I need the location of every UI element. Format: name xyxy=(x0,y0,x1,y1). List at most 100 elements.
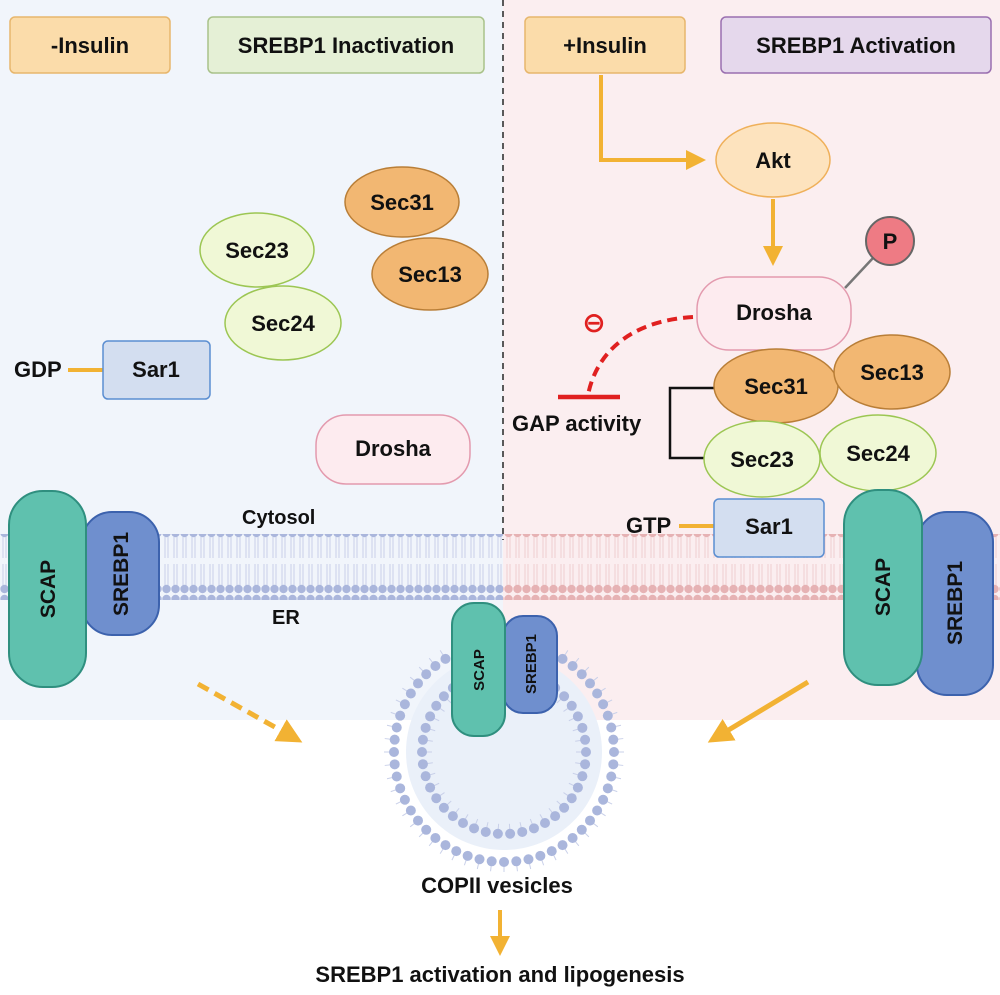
gap-activity-label: GAP activity xyxy=(512,411,642,436)
vesicle-lipid-head xyxy=(421,669,432,680)
srebp1-activation-box xyxy=(720,16,992,74)
srebp1-inactivation-box xyxy=(207,16,485,74)
vesicle-lipid-head xyxy=(395,710,406,721)
sec13-right xyxy=(833,334,951,410)
vesicle-lipid-head xyxy=(592,805,603,816)
srebp1-activation-lipogenesis-label: SREBP1 activation and lipogenesis xyxy=(315,962,684,987)
vesicle-lipid-head xyxy=(425,782,436,793)
vesicle-lipid-head xyxy=(523,854,534,865)
sec24-left-label: Sec24 xyxy=(251,311,315,336)
scap-right-label: SCAP xyxy=(872,558,895,616)
minus-insulin-label: -Insulin xyxy=(51,33,129,58)
vesicle-srebp1-label: SREBP1 xyxy=(523,634,540,694)
vesicle-lipid-head xyxy=(567,833,578,844)
vesicle-lipid-head xyxy=(557,840,568,851)
copii-vesicles-label: COPII vesicles xyxy=(421,873,573,898)
vesicle-lipid-head xyxy=(585,815,596,826)
vesicle-lipid-head xyxy=(581,747,591,757)
cytosol-label: Cytosol xyxy=(242,507,315,529)
plus-insulin-box xyxy=(524,16,686,74)
vesicle-lipid-head xyxy=(420,722,431,733)
vesicle-lipid-head xyxy=(458,818,468,829)
sec23-right-label: Sec23 xyxy=(730,447,794,472)
sec23-left xyxy=(199,212,315,288)
vesicle-scap xyxy=(451,602,506,737)
sec24-left xyxy=(224,285,342,361)
minus-insulin-box xyxy=(9,16,171,74)
sar1-right xyxy=(713,498,825,558)
er-label: ER xyxy=(272,607,300,629)
sar1-right-label: Sar1 xyxy=(745,514,793,539)
vesicle-lipid-head xyxy=(430,660,441,671)
vesicle-lipid-head xyxy=(399,699,410,710)
vesicle-lipid-head xyxy=(580,734,591,745)
vesicle-lipid-head xyxy=(486,856,497,867)
vesicle-lipid-head xyxy=(440,653,451,664)
akt-label: Akt xyxy=(755,148,791,173)
phospho-bond xyxy=(844,257,874,289)
vesicle-lipid-head xyxy=(399,794,410,805)
vesicle-lipid-head xyxy=(505,828,516,839)
vesicle-scap-label: SCAP xyxy=(471,649,488,691)
vesicle-lipid-head xyxy=(499,857,509,867)
vesicle-lipid-head xyxy=(389,747,399,757)
vesicle-lipid-head xyxy=(559,802,570,813)
vesicle-lipid-head xyxy=(405,688,416,699)
vesicle-lipid-head xyxy=(431,700,442,711)
sec13-right-label: Sec13 xyxy=(860,360,924,385)
vesicle-lipid-head xyxy=(592,688,603,699)
vesicle-lipid-head xyxy=(567,660,578,671)
vesicle-lipid-head xyxy=(585,678,596,689)
vesicle-lipid-head xyxy=(492,828,503,839)
drosha-left xyxy=(315,414,471,485)
akt xyxy=(715,122,831,198)
vesicle-lipid-head xyxy=(566,793,577,804)
vesicle-lipid-head xyxy=(395,783,406,794)
gdp-label: GDP xyxy=(14,357,62,382)
vesicle-lipid-head xyxy=(430,833,441,844)
vesicle-lipid-head xyxy=(462,850,473,861)
srebp1-inactivation-label: SREBP1 Inactivation xyxy=(238,33,454,58)
sec-complex-bracket xyxy=(668,386,714,460)
srebp1-right-label: SREBP1 xyxy=(944,561,967,645)
vesicle-lipid-head xyxy=(608,759,619,770)
vesicle-lipid-head xyxy=(598,699,609,710)
scap-left xyxy=(8,490,87,688)
sec13-left xyxy=(371,237,489,311)
vesicle-lipid-head xyxy=(576,669,587,680)
sec31-left xyxy=(344,166,460,238)
vesicle-lipid-head xyxy=(517,826,528,837)
srebp1-left-label: SREBP1 xyxy=(110,532,133,616)
vesicle-lipid-head xyxy=(557,653,568,664)
sec31-right-label: Sec31 xyxy=(744,374,808,399)
vesicle-lipid-head xyxy=(480,826,491,837)
vesicle-lipid-head xyxy=(405,805,416,816)
vesicle-lipid-head xyxy=(511,856,522,867)
vesicle-lipid-head xyxy=(540,818,550,829)
vesicle-lipid-head xyxy=(469,823,480,834)
sec24-right-label: Sec24 xyxy=(846,441,910,466)
gtp-label: GTP xyxy=(626,513,671,538)
vesicle-lipid-head xyxy=(577,771,588,782)
vesicle-lipid-head xyxy=(438,691,449,702)
vesicle-lipid-head xyxy=(417,734,428,745)
vesicle-lipid-head xyxy=(412,815,423,826)
vesicle-lipid-head xyxy=(389,759,400,770)
sar1-left xyxy=(102,340,211,400)
insulin-to-akt-arrow xyxy=(599,75,706,170)
vesicle-lipid-head xyxy=(391,722,402,733)
inhibit-symbol: ⊖ xyxy=(582,307,605,338)
vesicle-lipid-head xyxy=(566,700,577,711)
vesicle-lipid-head xyxy=(528,823,539,834)
srebp1-activation-label: SREBP1 Activation xyxy=(756,33,956,58)
vesicle-lipid-head xyxy=(447,811,458,822)
vesicle-lipid-head xyxy=(580,759,591,770)
phospho-label: P xyxy=(883,229,898,254)
phospho-group xyxy=(865,216,915,266)
vesicle-lipid-head xyxy=(602,710,613,721)
vesicle-lipid-head xyxy=(559,691,570,702)
vesicle-lipid-heads xyxy=(384,632,624,872)
sec23-left-label: Sec23 xyxy=(225,238,289,263)
vesicle-lipid-head xyxy=(420,771,431,782)
